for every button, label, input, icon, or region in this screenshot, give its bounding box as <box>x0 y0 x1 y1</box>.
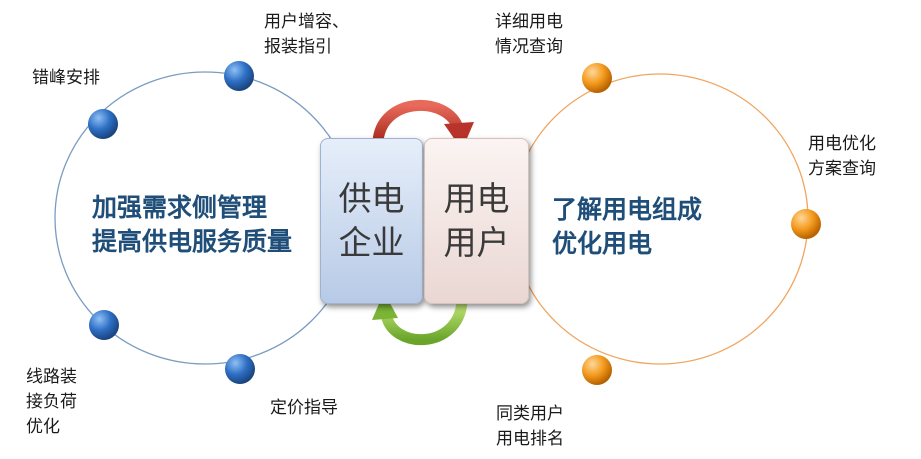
supplier-box: 供电 企业 <box>320 138 423 304</box>
left-node-pricing <box>225 354 255 384</box>
label-ranking: 同类用户 用电排名 <box>496 402 564 452</box>
left-node-peak-shifting <box>88 109 118 139</box>
supplier-line2: 企业 <box>338 223 405 262</box>
label-pricing: 定价指导 <box>270 396 338 421</box>
left-headline-line2: 提高供电服务质量 <box>92 227 293 256</box>
right-headline-line1: 了解用电组成 <box>552 195 703 224</box>
left-node-capacity-guide <box>224 61 254 91</box>
label-text: 详细用电 情况查询 <box>495 12 563 57</box>
label-usage-query: 详细用电 情况查询 <box>495 10 563 60</box>
label-line-load: 线路装 接负荷 优化 <box>26 365 77 440</box>
user-line1: 用电 <box>443 179 510 218</box>
top-curved-arrow <box>372 99 474 150</box>
right-node-usage-query <box>582 63 612 93</box>
right-headline-line2: 优化用电 <box>552 229 653 258</box>
label-capacity-guide: 用户增容、 报装指引 <box>264 10 349 60</box>
bottom-curved-arrow <box>372 292 468 346</box>
label-optimization: 用电优化 方案查询 <box>808 132 876 182</box>
left-node-line-load <box>89 310 119 340</box>
right-node-optimization <box>791 209 821 239</box>
label-text: 用电优化 方案查询 <box>808 134 876 179</box>
left-headline-line1: 加强需求侧管理 <box>92 193 268 222</box>
label-text: 用户增容、 报装指引 <box>264 12 349 57</box>
label-text: 线路装 接负荷 优化 <box>26 367 77 437</box>
right-headline: 了解用电组成 优化用电 <box>552 193 702 261</box>
user-box: 用电 用户 <box>424 138 529 304</box>
label-peak-shifting: 错峰安排 <box>32 66 100 91</box>
supplier-line1: 供电 <box>338 179 405 218</box>
label-text: 错峰安排 <box>32 68 100 88</box>
label-text: 定价指导 <box>270 398 338 418</box>
left-headline: 加强需求侧管理 提高供电服务质量 <box>92 191 292 259</box>
label-text: 同类用户 用电排名 <box>496 404 564 449</box>
right-node-ranking <box>582 355 612 385</box>
user-line2: 用户 <box>443 223 510 262</box>
